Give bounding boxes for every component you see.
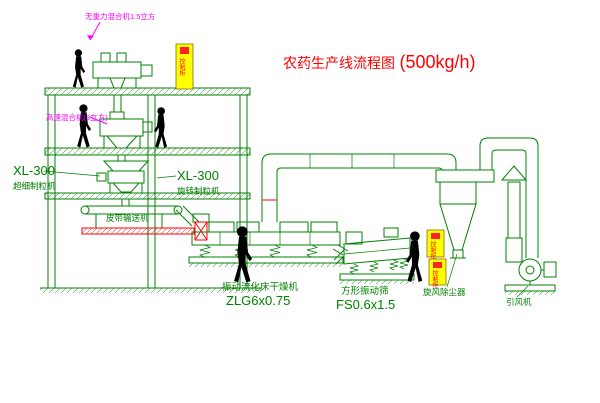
leader-lines: [43, 21, 529, 298]
worker-figure: [154, 107, 168, 148]
exhaust-duct: [261, 153, 457, 222]
red-foundation-strip: [81, 227, 195, 235]
label-dryer-name: 振动流化床干燥机: [222, 281, 299, 293]
cyclone-outlet-duct: [479, 137, 539, 258]
induced-draft-fan: [504, 258, 557, 295]
cyclone-dust-collector: [435, 169, 495, 259]
label-fine-granulator-model: XL-300: [13, 163, 55, 178]
diagram-title-name: 农药生产线流程图: [283, 55, 395, 71]
rotary-granulator: [96, 160, 150, 206]
label-cyclone: 旋风除尘器: [423, 287, 466, 297]
gravity-mixer: [92, 52, 153, 112]
worker-figures: [72, 49, 423, 283]
label-fan: 引风机: [506, 297, 532, 307]
label-belt-conveyor: 皮带输送机: [106, 213, 149, 223]
label-screen-name: 方形振动筛: [341, 285, 389, 297]
label-screen-model: FS0.6x1.5: [336, 297, 395, 312]
control-cabinet-right-lower: 控制柜: [428, 258, 447, 289]
label-dryer-model: ZLG6x0.75: [226, 293, 290, 308]
exhaust-stack: [500, 165, 528, 263]
label-rotary-granulator-model: XL-300: [177, 168, 219, 183]
worker-figure: [77, 104, 92, 148]
belt-conveyor: [80, 205, 200, 228]
control-cabinet-top: 控制柜: [175, 43, 194, 90]
diagram-title: 农药生产线流程图 (500kg/h): [283, 52, 476, 72]
high-speed-mixer: [99, 111, 153, 161]
label-gravity-mixer: 无重力混合机1.5立方: [85, 11, 156, 21]
diagram-labels: 农药生产线流程图 (500kg/h) 无重力混合机1.5立方 高速混合机(3立方…: [13, 11, 532, 312]
diagram-title-capacity: (500kg/h): [399, 52, 475, 72]
vibrating-screen: [333, 227, 415, 284]
building-structure: [40, 87, 262, 293]
control-cabinet-right-lower-label: 控制柜: [431, 269, 438, 289]
worker-figure: [72, 49, 86, 88]
control-cabinet-top-label: 控制柜: [178, 57, 185, 77]
fluid-bed-dryer: [188, 213, 349, 267]
control-cabinet-right-upper: 控制柜: [426, 229, 445, 260]
label-rotary-granulator-name: 旋转制粒机: [177, 186, 220, 196]
label-fine-granulator-name: 超细制粒机: [13, 181, 56, 191]
label-high-speed-mixer: 高速混合机(3立方): [46, 112, 108, 122]
control-cabinet-right-upper-label: 控制柜: [429, 240, 436, 260]
